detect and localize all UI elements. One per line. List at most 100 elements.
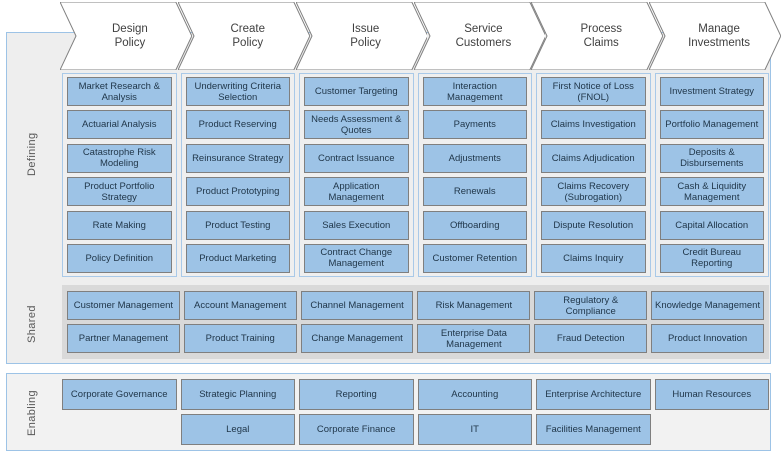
defining-column-5: First Notice of Loss (FNOL) Claims Invest… bbox=[536, 73, 651, 277]
capability-box[interactable]: Account Management bbox=[183, 291, 297, 320]
capability-box[interactable]: Cash & Liquidity Management bbox=[659, 177, 764, 207]
capability-box[interactable]: Partner Management bbox=[67, 324, 180, 353]
enabling-column-1: Corporate Governance bbox=[62, 379, 177, 445]
capability-box[interactable]: Product Testing bbox=[185, 210, 290, 240]
capability-box[interactable]: Legal bbox=[180, 414, 295, 445]
capability-box[interactable]: Enterprise Data Management bbox=[417, 324, 531, 353]
stage-label-line2: Investments bbox=[688, 37, 751, 49]
capability-box[interactable]: Corporate Finance bbox=[299, 414, 414, 445]
capability-box[interactable]: Claims Inquiry bbox=[541, 243, 646, 273]
capability-box[interactable]: Customer Retention bbox=[422, 243, 527, 273]
capability-box[interactable]: Channel Management bbox=[300, 291, 414, 320]
capability-box[interactable]: Contract Issuance bbox=[304, 143, 409, 173]
capability-box[interactable]: Sales Execution bbox=[304, 210, 409, 240]
capability-box[interactable]: Deposits & Disbursements bbox=[659, 143, 764, 173]
capability-box[interactable]: Change Management bbox=[300, 324, 414, 353]
chevron-shape bbox=[413, 2, 546, 70]
capability-box[interactable]: Human Resources bbox=[654, 379, 769, 410]
chevron-shape bbox=[531, 2, 664, 70]
stage-label-line1: Manage bbox=[698, 23, 740, 35]
capability-box[interactable]: Accounting bbox=[417, 379, 532, 410]
chevron-shape bbox=[60, 2, 192, 70]
capability-box[interactable]: Renewals bbox=[422, 177, 527, 207]
band-label-enabling: Enabling bbox=[26, 390, 38, 437]
capability-box[interactable]: Product Portfolio Strategy bbox=[67, 177, 172, 207]
capability-box[interactable]: Customer Management bbox=[67, 291, 180, 320]
capability-box[interactable]: Dispute Resolution bbox=[541, 210, 646, 240]
capability-box[interactable]: Product Training bbox=[183, 324, 297, 353]
capability-box[interactable]: Claims Adjudication bbox=[541, 143, 646, 173]
capability-box[interactable]: Underwriting Criteria Selection bbox=[185, 77, 290, 106]
capability-box[interactable]: Product Prototyping bbox=[185, 177, 290, 207]
capability-box[interactable]: Policy Definition bbox=[67, 243, 172, 273]
band-label-defining: Defining bbox=[26, 132, 38, 176]
capability-box[interactable]: Risk Management bbox=[417, 291, 531, 320]
capability-box[interactable]: Actuarial Analysis bbox=[67, 110, 172, 140]
capability-box[interactable]: Claims Investigation bbox=[541, 110, 646, 140]
capability-box[interactable]: Claims Recovery (Subrogation) bbox=[541, 177, 646, 207]
capability-box[interactable]: Regulatory & Compliance bbox=[534, 291, 648, 320]
capability-box[interactable]: Enterprise Architecture bbox=[536, 379, 651, 410]
capability-box[interactable]: IT bbox=[417, 414, 532, 445]
capability-box[interactable]: Rate Making bbox=[67, 210, 172, 240]
capability-box[interactable]: Strategic Planning bbox=[180, 379, 295, 410]
capability-box[interactable]: Corporate Governance bbox=[62, 379, 177, 410]
capability-box[interactable]: Adjustments bbox=[422, 143, 527, 173]
capability-box[interactable]: Product Reserving bbox=[185, 110, 290, 140]
capability-box[interactable]: Interaction Management bbox=[422, 77, 527, 106]
stage-label-line1: Create bbox=[230, 23, 265, 35]
capability-box[interactable]: Offboarding bbox=[422, 210, 527, 240]
capability-box[interactable]: First Notice of Loss (FNOL) bbox=[541, 77, 646, 106]
capability-box[interactable]: Customer Targeting bbox=[304, 77, 409, 106]
capability-box[interactable]: Reporting bbox=[299, 379, 414, 410]
capability-box[interactable]: Needs Assessment & Quotes bbox=[304, 110, 409, 140]
capability-box[interactable]: Investment Strategy bbox=[659, 77, 764, 106]
capability-box[interactable]: Product Innovation bbox=[651, 324, 764, 353]
capability-box[interactable]: Application Management bbox=[304, 177, 409, 207]
stage-label-line1: Process bbox=[580, 23, 623, 35]
capability-box[interactable]: Payments bbox=[422, 110, 527, 140]
capability-box[interactable]: Knowledge Management bbox=[651, 291, 764, 320]
capability-box[interactable]: Credit Bureau Reporting bbox=[659, 243, 764, 273]
stage-label-line2: Claims bbox=[583, 37, 619, 49]
capability-box[interactable]: Portfolio Management bbox=[659, 110, 764, 140]
capability-box[interactable]: Facilities Management bbox=[536, 414, 651, 445]
capability-box[interactable]: Product Marketing bbox=[185, 243, 290, 273]
capability-box[interactable]: Reinsurance Strategy bbox=[185, 143, 290, 173]
capability-box[interactable]: Fraud Detection bbox=[534, 324, 648, 353]
capability-box[interactable]: Contract Change Management bbox=[304, 243, 409, 273]
chevron-shape bbox=[177, 2, 310, 70]
capability-box[interactable]: Market Research & Analysis bbox=[67, 77, 172, 106]
capability-box[interactable]: Catastrophe Risk Modeling bbox=[67, 143, 172, 173]
capability-box[interactable]: Capital Allocation bbox=[659, 210, 764, 240]
